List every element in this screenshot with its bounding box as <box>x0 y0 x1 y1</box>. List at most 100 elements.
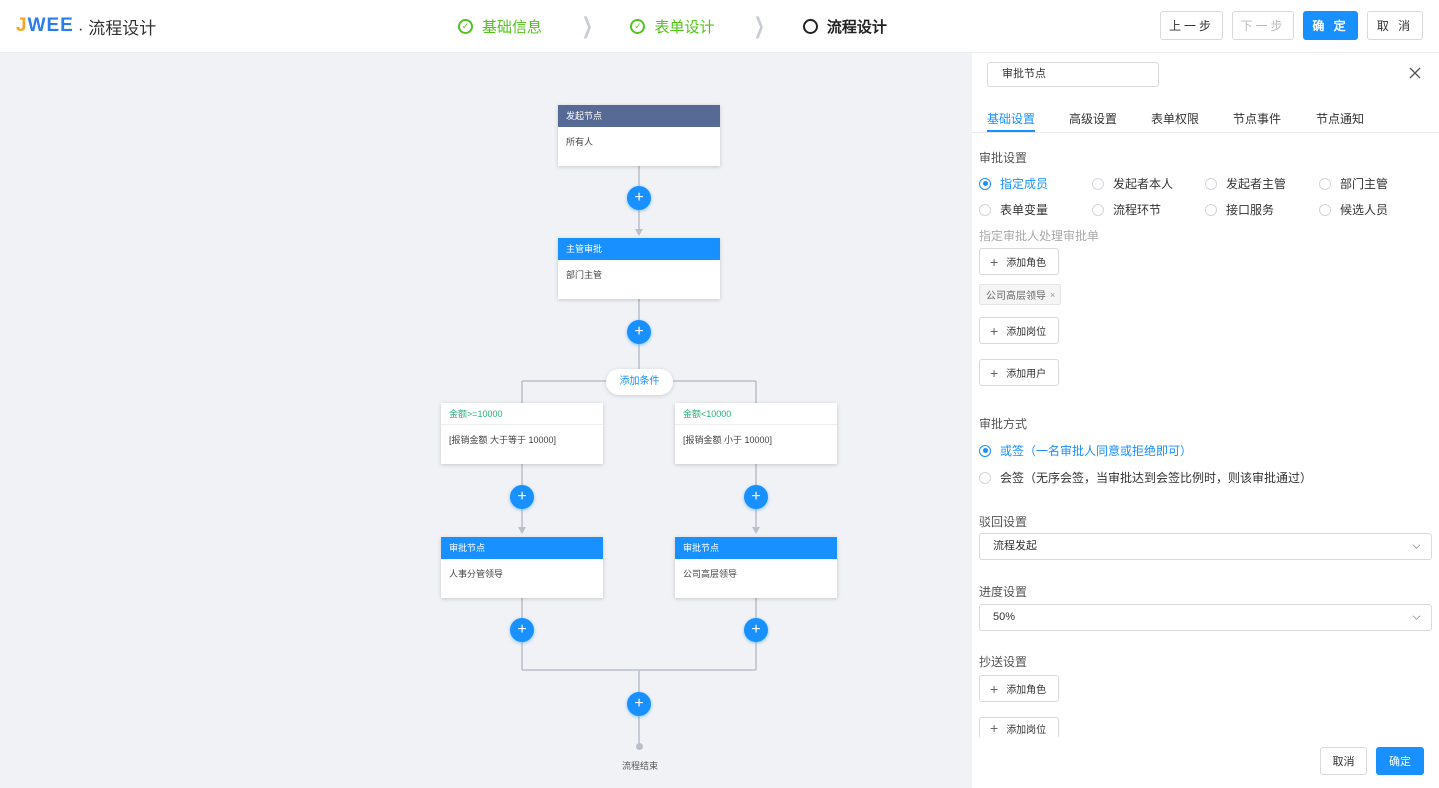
end-dot <box>636 743 643 750</box>
page-title: · 流程设计 <box>77 18 157 38</box>
radio-assigned-member[interactable]: 指定成员 <box>979 175 1048 192</box>
radio-candidate[interactable]: 候选人员 <box>1319 201 1388 218</box>
plus-icon: + <box>990 322 999 339</box>
radio-form-variable[interactable]: 表单变量 <box>979 201 1048 218</box>
chevron-down-icon <box>1412 544 1421 549</box>
radio-dot-icon <box>1092 177 1104 190</box>
reject-select[interactable]: 流程发起 <box>979 533 1432 560</box>
radio-or-sign[interactable]: 或签（一名审批人同意或拒绝即可） <box>979 442 1192 459</box>
node-body: 公司高层领导 <box>683 569 738 579</box>
radio-co-sign[interactable]: 会签（无序会签，当审批达到会签比例时，则该审批通过） <box>979 469 1312 486</box>
condition-title: 金额<10000 <box>675 403 837 425</box>
close-icon[interactable] <box>1407 65 1423 81</box>
approval-settings-title: 审批设置 <box>979 151 1028 165</box>
check-circle-icon: ✓ <box>458 18 473 34</box>
radio-api-service[interactable]: 接口服务 <box>1205 201 1274 218</box>
plus-icon: + <box>990 720 999 736</box>
radio-dot-icon <box>979 177 991 190</box>
top-header: JWEE · 流程设计 ✓ 基础信息 ❯ ✓ 表单设计 ❯ 流程设计 上一步 下… <box>0 0 1439 53</box>
radio-initiator-supervisor[interactable]: 发起者主管 <box>1205 175 1286 192</box>
step-label: 基础信息 <box>482 18 543 36</box>
settings-tabs: 基础设置 高级设置 表单权限 节点事件 节点通知 <box>972 101 1439 133</box>
active-tab-indicator <box>987 130 1035 132</box>
add-user-button[interactable]: +添加用户 <box>979 359 1060 386</box>
step-label: 表单设计 <box>654 18 715 36</box>
node-settings-panel: 审批节点 基础设置 高级设置 表单权限 节点事件 节点通知 审批设置 指定成员 … <box>972 53 1439 788</box>
add-node-button[interactable]: + <box>627 320 651 344</box>
add-node-button[interactable]: + <box>627 692 651 716</box>
panel-ok-button[interactable]: 确定 <box>1376 747 1424 775</box>
radio-dot-icon <box>1205 203 1217 216</box>
chevron-down-icon <box>1412 615 1421 620</box>
plus-icon: + <box>990 680 999 697</box>
step-label: 流程设计 <box>826 18 887 36</box>
approval-node[interactable]: 审批节点 人事分管领导 <box>441 537 603 598</box>
chevron-right-icon: ❯ <box>581 13 593 38</box>
stepper: ✓ 基础信息 ❯ ✓ 表单设计 ❯ 流程设计 <box>458 13 887 38</box>
tab-basic[interactable]: 基础设置 <box>987 112 1036 126</box>
progress-select[interactable]: 50% <box>979 604 1432 631</box>
reject-settings-title: 驳回设置 <box>979 515 1028 529</box>
node-title: 主管审批 <box>558 238 720 260</box>
node-title: 审批节点 <box>441 537 603 559</box>
radio-department-head[interactable]: 部门主管 <box>1319 175 1388 192</box>
tab-node-events[interactable]: 节点事件 <box>1233 112 1282 126</box>
radio-dot-icon <box>1319 203 1331 216</box>
approval-node[interactable]: 审批节点 公司高层领导 <box>675 537 837 598</box>
approval-method-title: 审批方式 <box>979 417 1028 431</box>
cc-add-role-button[interactable]: +添加角色 <box>979 675 1060 702</box>
condition-body: [报销金额 小于 10000] <box>683 435 773 445</box>
flow-end-label: 流程结束 <box>621 761 658 771</box>
step-form-design[interactable]: ✓ 表单设计 <box>630 16 714 37</box>
plus-icon: + <box>990 253 999 270</box>
logo-mark: JWEE <box>16 15 74 36</box>
node-name-input[interactable]: 审批节点 <box>987 62 1159 87</box>
node-body: 部门主管 <box>566 270 603 280</box>
step-flow-design[interactable]: 流程设计 <box>802 16 887 37</box>
tab-form-permission[interactable]: 表单权限 <box>1151 112 1200 126</box>
cc-add-post-button[interactable]: +添加岗位 <box>979 717 1060 737</box>
supervisor-node[interactable]: 主管审批 部门主管 <box>558 238 720 299</box>
node-body: 所有人 <box>566 137 594 147</box>
add-node-button[interactable]: + <box>744 618 768 642</box>
node-body: 人事分管领导 <box>449 569 504 579</box>
circle-icon <box>802 18 818 34</box>
progress-settings-title: 进度设置 <box>979 585 1028 599</box>
condition-node[interactable]: 金额<10000 [报销金额 小于 10000] <box>675 403 837 464</box>
add-node-button[interactable]: + <box>510 485 534 509</box>
tab-node-notify[interactable]: 节点通知 <box>1316 112 1365 126</box>
radio-flow-step[interactable]: 流程环节 <box>1092 201 1161 218</box>
radio-dot-icon <box>1319 177 1331 190</box>
node-title: 审批节点 <box>675 537 837 559</box>
check-circle-icon: ✓ <box>630 18 646 34</box>
condition-body: [报销金额 大于等于 10000] <box>449 435 557 445</box>
plus-icon: + <box>990 364 999 381</box>
start-node[interactable]: 发起节点 所有人 <box>558 105 720 166</box>
add-node-button[interactable]: + <box>627 186 651 210</box>
radio-dot-icon <box>979 203 991 216</box>
radio-dot-icon <box>979 444 991 457</box>
add-node-button[interactable]: + <box>510 618 534 642</box>
tag-close-icon[interactable]: × <box>1050 289 1056 300</box>
prev-step-button[interactable]: 上一步 <box>1160 11 1223 40</box>
add-node-button[interactable]: + <box>744 485 768 509</box>
radio-dot-icon <box>1205 177 1217 190</box>
step-basic-info[interactable]: ✓ 基础信息 <box>458 16 542 37</box>
condition-node[interactable]: 金额>=10000 [报销金额 大于等于 10000] <box>441 403 603 464</box>
tab-advanced[interactable]: 高级设置 <box>1069 112 1118 126</box>
radio-dot-icon <box>1092 203 1104 216</box>
next-step-button[interactable]: 下一步 <box>1232 11 1294 40</box>
radio-dot-icon <box>979 471 991 484</box>
add-condition-button[interactable]: 添加条件 <box>606 369 673 395</box>
condition-title: 金额>=10000 <box>441 403 603 425</box>
cc-settings-title: 抄送设置 <box>979 655 1028 669</box>
node-title: 发起节点 <box>558 105 720 127</box>
confirm-button[interactable]: 确 定 <box>1303 11 1358 40</box>
panel-cancel-button[interactable]: 取消 <box>1320 747 1367 775</box>
flow-canvas[interactable]: 发起节点 所有人 + 主管审批 部门主管 + 添加条件 金额>=10000 [报… <box>0 53 972 788</box>
cancel-button[interactable]: 取 消 <box>1367 11 1423 40</box>
radio-initiator-self[interactable]: 发起者本人 <box>1092 175 1173 192</box>
add-post-button[interactable]: +添加岗位 <box>979 317 1060 344</box>
add-role-button[interactable]: +添加角色 <box>979 248 1060 275</box>
logo: JWEE · 流程设计 <box>16 14 156 38</box>
